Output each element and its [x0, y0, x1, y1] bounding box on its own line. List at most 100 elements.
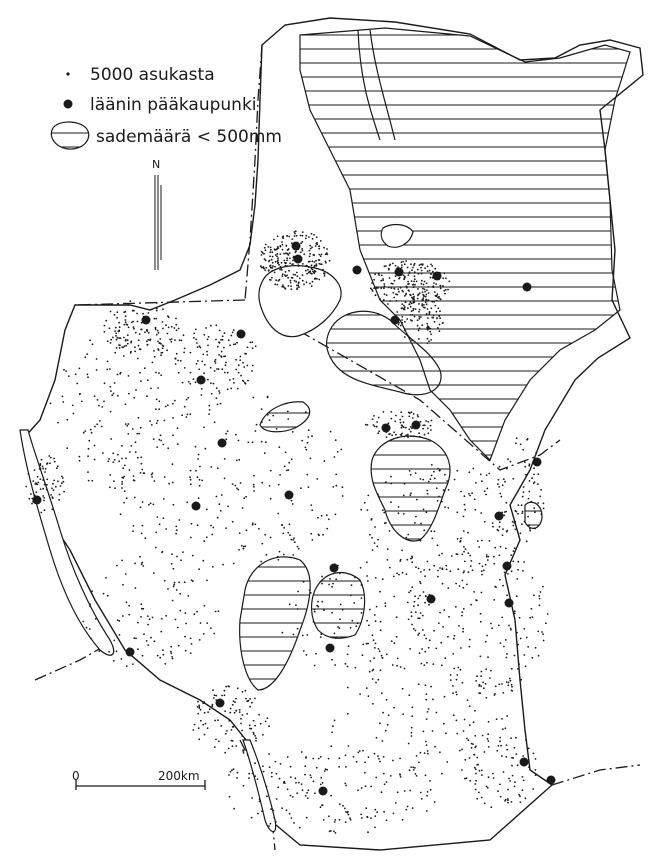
population-dot: [510, 683, 513, 686]
population-dot: [456, 469, 459, 472]
population-dot: [189, 382, 192, 385]
population-dot: [152, 503, 155, 506]
population-dot: [407, 742, 410, 745]
population-dot: [412, 627, 415, 630]
population-dot: [289, 262, 292, 265]
population-dot: [162, 653, 165, 656]
population-dot: [513, 785, 516, 788]
population-dot: [511, 774, 514, 777]
population-dot: [298, 286, 300, 288]
population-dot: [406, 433, 409, 436]
population-dot: [216, 516, 219, 519]
population-dot: [519, 532, 522, 535]
population-dot: [419, 612, 422, 614]
population-dot: [377, 272, 380, 275]
population-dot: [301, 234, 304, 237]
population-dot: [106, 360, 109, 363]
population-dot: [492, 772, 494, 775]
population-dot: [430, 685, 432, 688]
population-dot: [310, 532, 313, 535]
population-dot: [399, 757, 401, 760]
population-dot: [235, 697, 237, 700]
population-dot: [412, 766, 415, 769]
population-dot: [209, 627, 212, 629]
population-dot: [276, 283, 279, 286]
population-dot: [436, 500, 439, 502]
population-dot: [501, 683, 503, 685]
population-dot: [225, 527, 228, 529]
population-dot: [203, 372, 206, 375]
population-dot: [373, 614, 376, 616]
population-dot: [227, 505, 230, 508]
population-dot: [221, 338, 224, 341]
population-dot: [275, 428, 278, 430]
population-dot: [308, 236, 310, 238]
population-dot: [540, 513, 543, 516]
capital-label: läänin pääkaupunki: [90, 95, 257, 115]
population-dot: [386, 548, 389, 550]
population-dot: [359, 693, 361, 695]
population-dot: [404, 426, 407, 429]
population-dot: [254, 724, 256, 727]
population-dot: [409, 426, 412, 428]
population-dot: [396, 791, 399, 794]
population-dot: [354, 666, 357, 669]
population-dot: [112, 392, 115, 395]
population-dot: [517, 643, 519, 646]
population-dot: [341, 608, 344, 611]
population-dot: [439, 317, 441, 320]
population-dot: [402, 290, 404, 293]
population-dot: [119, 337, 122, 339]
rainfall-label: sademäärä < 500mm: [96, 127, 282, 147]
population-dot: [52, 482, 54, 485]
population-dot: [179, 359, 182, 362]
population-dot: [156, 329, 159, 332]
population-dot: [476, 797, 479, 800]
population-dot: [199, 719, 202, 722]
population-dot: [407, 533, 410, 536]
population-dot: [277, 279, 280, 282]
population-dot: [413, 271, 416, 273]
population-dot: [333, 456, 336, 458]
population-dot: [102, 452, 104, 454]
population-dot: [288, 235, 291, 238]
population-dot: [143, 472, 146, 475]
population-dot: [261, 481, 264, 484]
population-dot: [90, 637, 92, 640]
population-dot: [296, 608, 299, 610]
population-dot: [430, 474, 433, 477]
population-dot: [254, 345, 257, 348]
population-dot: [319, 580, 322, 583]
population-dot: [456, 538, 459, 540]
population-dot: [506, 798, 509, 800]
population-dot: [228, 774, 230, 776]
population-dot: [223, 689, 226, 692]
southeast-border: [551, 764, 641, 786]
population-dot: [414, 522, 416, 524]
population-dot: [231, 483, 234, 485]
population-dot: [55, 467, 58, 470]
population-dot: [269, 469, 272, 472]
population-dot: [269, 255, 271, 258]
population-dot: [539, 495, 542, 498]
population-dot: [261, 542, 264, 545]
population-dot: [330, 794, 332, 797]
population-dot: [432, 663, 435, 665]
population-dot: [409, 473, 412, 476]
population-dot: [205, 327, 207, 329]
population-dot: [246, 712, 249, 715]
population-dot: [234, 701, 236, 704]
population-dot: [433, 300, 435, 303]
population-dot: [290, 285, 292, 287]
population-dot: [238, 549, 241, 551]
population-dot: [122, 346, 124, 349]
population-dot: [268, 259, 271, 262]
population-dot: [203, 604, 206, 607]
population-dot: [184, 635, 186, 638]
population-dot: [507, 573, 509, 575]
population-dot: [510, 667, 513, 670]
population-dot: [419, 582, 422, 585]
population-dot: [387, 422, 390, 425]
population-dot: [51, 508, 54, 511]
population-dot: [63, 490, 65, 493]
